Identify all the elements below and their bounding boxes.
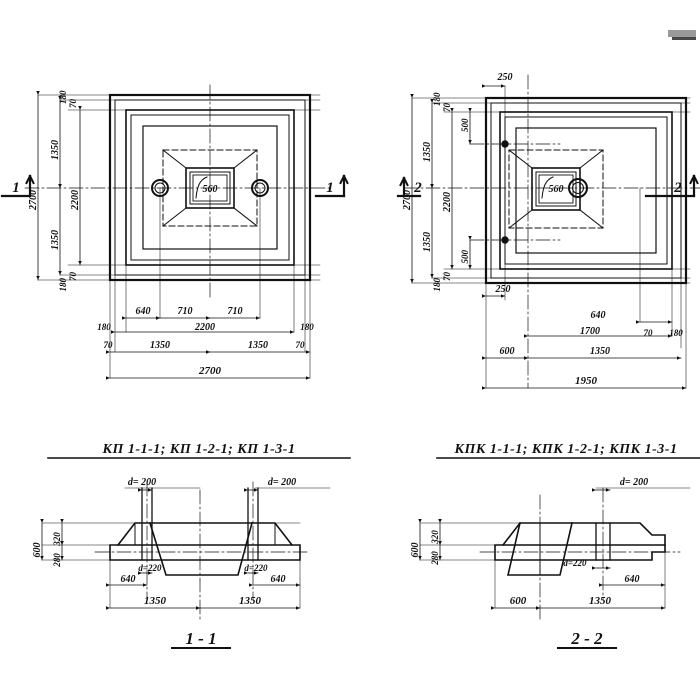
dim-kp-bot-710-b: 710 <box>228 306 243 317</box>
plan-kpk-geometry <box>484 96 688 285</box>
dim-kp-left-2700: 2700 <box>28 190 39 211</box>
plan-kp-extension-lines <box>37 94 321 379</box>
scan-artifact-2 <box>672 37 696 40</box>
caption-section-1-1: 1 - 1 <box>185 629 216 648</box>
kp-cup-label-560: 560 <box>203 184 218 195</box>
dim-kp-left-70-top: 70 <box>68 99 78 109</box>
dim-kp-bot-180-left: 180 <box>97 322 111 332</box>
section-1-1-dims <box>40 488 301 610</box>
label-s22-d220: d=220 <box>563 558 587 568</box>
dim-kpk-left-180-top: 180 <box>432 92 442 106</box>
section-2-2-centerlines <box>479 487 681 623</box>
section-mark-1-left: 1 <box>12 180 20 196</box>
plan-kpk-section-marks <box>396 174 699 198</box>
plan-kp-hdims <box>106 316 311 380</box>
dim-s11-640-right: 640 <box>271 574 286 585</box>
dim-kpk-bot-600: 600 <box>500 346 515 357</box>
dim-kpk-left-1350-top: 1350 <box>422 142 433 162</box>
dim-s11-1350-left: 1350 <box>144 595 167 607</box>
dim-s22-600: 600 <box>410 543 421 558</box>
section-1-1-geometry <box>109 487 301 576</box>
dim-kpk-left-2200: 2200 <box>442 192 453 213</box>
dim-s22-320: 320 <box>430 530 440 545</box>
dim-kp-bot-1350-left: 1350 <box>150 340 170 351</box>
dim-kpk-left-1350-bot: 1350 <box>422 232 433 252</box>
label-s11-d220-left: d=220 <box>138 563 162 573</box>
dim-kpk-bot-640: 640 <box>591 310 606 321</box>
dim-kpk-top-250: 250 <box>497 72 513 83</box>
dim-kp-bot-70-right: 70 <box>296 340 306 350</box>
dim-kp-bot-2700: 2700 <box>198 365 222 377</box>
plan-kp-centerlines <box>24 84 331 301</box>
dim-s22-640: 640 <box>625 574 640 585</box>
dim-kp-bot-180-right: 180 <box>300 322 314 332</box>
label-s11-d220-right: d=220 <box>244 563 268 573</box>
plan-kpk-hdims <box>482 84 687 390</box>
kpk-cup-label-560: 560 <box>549 184 564 195</box>
dim-s11-1350-right: 1350 <box>239 595 262 607</box>
dim-s22-280: 280 <box>430 551 440 566</box>
dim-kp-bot-70-left: 70 <box>104 340 114 350</box>
dim-kp-bot-640: 640 <box>136 306 151 317</box>
dim-kp-bot-2200: 2200 <box>194 322 215 333</box>
section-1-1-centerlines <box>94 481 311 623</box>
dim-kpk-bot-70: 70 <box>644 328 654 338</box>
dim-kpk-left-70-bot: 70 <box>442 272 452 282</box>
dim-kp-bot-710-a: 710 <box>178 306 193 317</box>
plan-kpk-extension-lines <box>411 85 691 389</box>
label-s22-d200: d= 200 <box>620 477 648 488</box>
dim-s11-600: 600 <box>32 543 43 558</box>
dim-kpk-left-180-bot: 180 <box>432 278 442 292</box>
dim-s11-640-left: 640 <box>121 574 136 585</box>
section-2-2-dims <box>418 488 666 610</box>
dim-kpk-left-500-top: 500 <box>460 118 470 132</box>
dim-kpk-left-2700: 2700 <box>402 190 413 211</box>
dim-kp-left-70-bot: 70 <box>68 272 78 282</box>
plan-kp-section-marks <box>0 174 349 198</box>
dim-kpk-left-70-top: 70 <box>442 103 452 113</box>
scan-artifact <box>668 30 696 37</box>
dim-s11-280: 280 <box>52 553 62 568</box>
plan-kpk-vdims <box>410 94 472 284</box>
dim-s22-1350: 1350 <box>589 595 612 607</box>
title-kpk: КПК 1-1-1; КПК 1-2-1; КПК 1-3-1 <box>454 442 678 457</box>
section-mark-1-right: 1 <box>326 180 334 196</box>
section-mark-2-left: 2 <box>413 180 422 196</box>
section-2-2-extension-lines <box>419 487 691 609</box>
dim-kpk-bot-180: 180 <box>669 328 683 338</box>
dim-kpk-bot-1700: 1700 <box>580 326 600 337</box>
section-mark-2-right: 2 <box>673 180 682 196</box>
title-kp: КП 1-1-1; КП 1-2-1; КП 1-3-1 <box>102 442 296 457</box>
dim-kpk-bot-250: 250 <box>495 284 511 295</box>
dim-kp-left-180-top: 180 <box>58 90 68 104</box>
label-s11-d200-left: d= 200 <box>128 477 156 488</box>
dim-s11-320: 320 <box>52 532 62 547</box>
section-1-1-extension-lines <box>41 487 331 609</box>
dim-kp-left-1350-bot: 1350 <box>50 230 61 250</box>
plan-kp-vdims <box>36 91 82 281</box>
caption-section-2-2: 2 - 2 <box>570 629 603 648</box>
dim-kpk-left-500-bot: 500 <box>460 250 470 264</box>
dim-kp-bot-1350-right: 1350 <box>248 340 268 351</box>
dim-kp-left-1350-top: 1350 <box>50 140 61 160</box>
dim-kpk-bot-1950: 1950 <box>575 375 598 387</box>
dim-kp-left-180-bot: 180 <box>58 278 68 292</box>
dim-kp-left-2200: 2200 <box>70 190 81 211</box>
dim-kpk-bot-1350: 1350 <box>590 346 610 357</box>
label-s11-d200-right: d= 200 <box>268 477 296 488</box>
dim-s22-600-bot: 600 <box>510 595 527 607</box>
